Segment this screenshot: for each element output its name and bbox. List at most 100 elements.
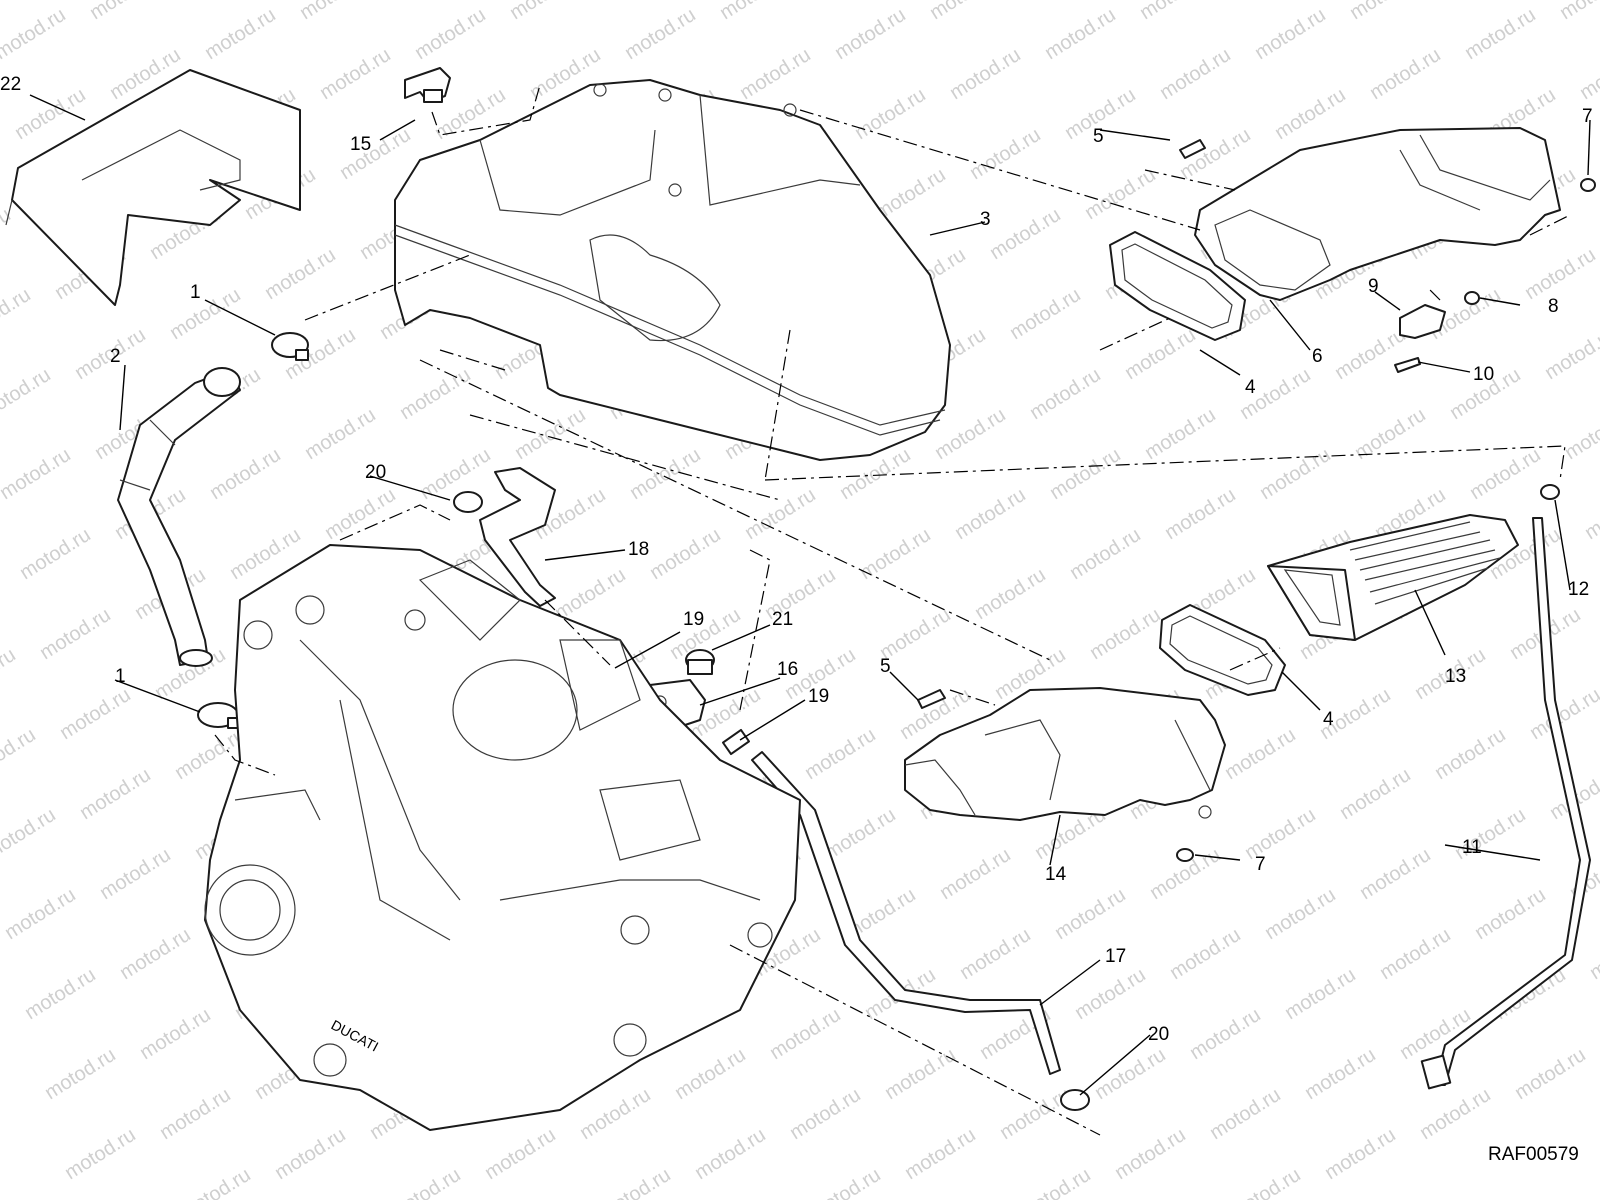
watermark-text: motod.ru (0, 204, 15, 264)
watermark-text: motod.ru (416, 444, 495, 504)
callout-20-upper: 20 (365, 462, 386, 483)
watermark-text: motod.ru (621, 4, 700, 64)
part-7-washer-upper (1580, 178, 1596, 192)
watermark-text: motod.ru (1051, 884, 1130, 944)
watermark-text: motod.ru (626, 444, 705, 504)
watermark-text: motod.ru (1081, 164, 1160, 224)
watermark-text: motod.ru (1376, 924, 1455, 984)
watermark-text: motod.ru (946, 44, 1025, 104)
watermark-text: motod.ru (716, 0, 795, 24)
watermark-text: motod.ru (1596, 124, 1600, 184)
watermark-text: motod.ru (881, 1044, 960, 1104)
watermark-text: motod.ru (736, 44, 815, 104)
watermark-text: motod.ru (1041, 4, 1120, 64)
leader-lines (29, 94, 1591, 1096)
watermark-text: motod.ru (801, 724, 880, 784)
watermark-text: motod.ru (76, 764, 155, 824)
watermark-text: motod.ru (956, 924, 1035, 984)
watermark-text: motod.ru (1366, 44, 1445, 104)
watermark-text: motod.ru (951, 484, 1030, 544)
callout-labels: 22 1 2 15 3 5 7 9 8 10 4 6 1 20 18 19 21… (0, 74, 1593, 1045)
part-6-intake-duct (1194, 127, 1561, 301)
watermark-text: motod.ru (1111, 1124, 1190, 1184)
watermark-text: motod.ru (1016, 1164, 1095, 1200)
assembly-guide-lines (214, 84, 1571, 1136)
callout-10: 10 (1473, 364, 1494, 385)
callout-22: 22 (0, 74, 21, 95)
callout-21: 21 (772, 609, 793, 630)
watermark-text: motod.ru (1416, 1084, 1495, 1144)
watermark-text: motod.ru (156, 1084, 235, 1144)
watermark-text: motod.ru (41, 1044, 120, 1104)
callout-17: 17 (1105, 946, 1126, 967)
part-4-gasket-lower (1159, 604, 1286, 696)
watermark-text: motod.ru (1461, 4, 1540, 64)
watermark-text: motod.ru (21, 964, 100, 1024)
callout-13: 13 (1445, 666, 1466, 687)
watermark-text: motod.ru (1491, 964, 1570, 1024)
callout-1-upper: 1 (190, 282, 201, 303)
watermark-text: motod.ru (206, 444, 285, 504)
watermark-text: motod.ru (646, 524, 725, 584)
watermark-text: motod.ru (1086, 604, 1165, 664)
watermark-text: motod.ru (1256, 444, 1335, 504)
watermark-text: motod.ru (271, 1124, 350, 1184)
callout-9: 9 (1368, 276, 1379, 297)
part-5-bolt-upper (1179, 139, 1206, 159)
watermark-text: motod.ru (1026, 364, 1105, 424)
part-19-fitting-b (721, 728, 751, 756)
watermark-text: motod.ru (1356, 844, 1435, 904)
watermark-text: motod.ru (1301, 1044, 1380, 1104)
reference-code: RAF00579 (1488, 1144, 1579, 1165)
watermark-text: motod.ru (136, 1004, 215, 1064)
callout-1-lower: 1 (115, 666, 126, 687)
watermark-text: motod.ru (1006, 284, 1085, 344)
watermark-text: motod.ru (1136, 0, 1215, 24)
callout-5-lower: 5 (880, 656, 891, 677)
watermark-text: motod.ru (1431, 724, 1510, 784)
watermark-text: motod.ru (1046, 444, 1125, 504)
watermark-text: motod.ru (1206, 1084, 1285, 1144)
callout-19-upper: 19 (683, 609, 704, 630)
watermark-text: motod.ru (1521, 244, 1600, 304)
watermark-text: motod.ru (506, 0, 585, 24)
part-14-intake-duct (904, 687, 1226, 821)
part-9-sensor (1399, 304, 1446, 339)
part-21-cap (685, 649, 715, 675)
watermark-text: motod.ru (1261, 884, 1340, 944)
callout-19-lower: 19 (808, 686, 829, 707)
watermark-text: motod.ru (321, 484, 400, 544)
watermark-text: motod.ru (596, 1164, 675, 1200)
part-13-air-filter (1267, 514, 1519, 641)
watermark-text: motod.ru (1331, 324, 1410, 384)
watermark-text: motod.ru (1336, 764, 1415, 824)
watermark-text: motod.ru (396, 364, 475, 424)
watermark-text: motod.ru (1066, 524, 1145, 584)
watermark-text: motod.ru (1221, 724, 1300, 784)
watermark-text: motod.ru (926, 0, 1005, 24)
watermark-text: motod.ru (1586, 924, 1600, 984)
callout-4-lower: 4 (1323, 709, 1334, 730)
part-22-heat-shield (5, 69, 301, 306)
watermark-text: motod.ru (856, 524, 935, 584)
callout-20-lower: 20 (1148, 1024, 1169, 1045)
watermark-text: motod.ru (0, 284, 35, 344)
watermark-text: motod.ru (1226, 1164, 1305, 1200)
watermark-text: motod.ru (1576, 44, 1600, 104)
watermark-text: motod.ru (1121, 324, 1200, 384)
watermark-text: motod.ru (966, 124, 1045, 184)
callout-4-upper: 4 (1245, 377, 1256, 398)
watermark-text: motod.ru (0, 444, 75, 504)
part-12-clip (1540, 484, 1560, 500)
watermark-text: motod.ru (0, 644, 20, 704)
watermark-text: motod.ru (996, 1084, 1075, 1144)
watermark-text: motod.ru (821, 804, 900, 864)
watermark-text: motod.ru (1, 884, 80, 944)
watermark-text: motod.ru (261, 244, 340, 304)
watermark-text: motod.ru (1186, 1004, 1265, 1064)
callout-3: 3 (980, 209, 991, 230)
part-11-drain-hose (1420, 517, 1591, 1090)
watermark-text: motod.ru (901, 1124, 980, 1184)
watermark-text: motod.ru (0, 4, 70, 64)
